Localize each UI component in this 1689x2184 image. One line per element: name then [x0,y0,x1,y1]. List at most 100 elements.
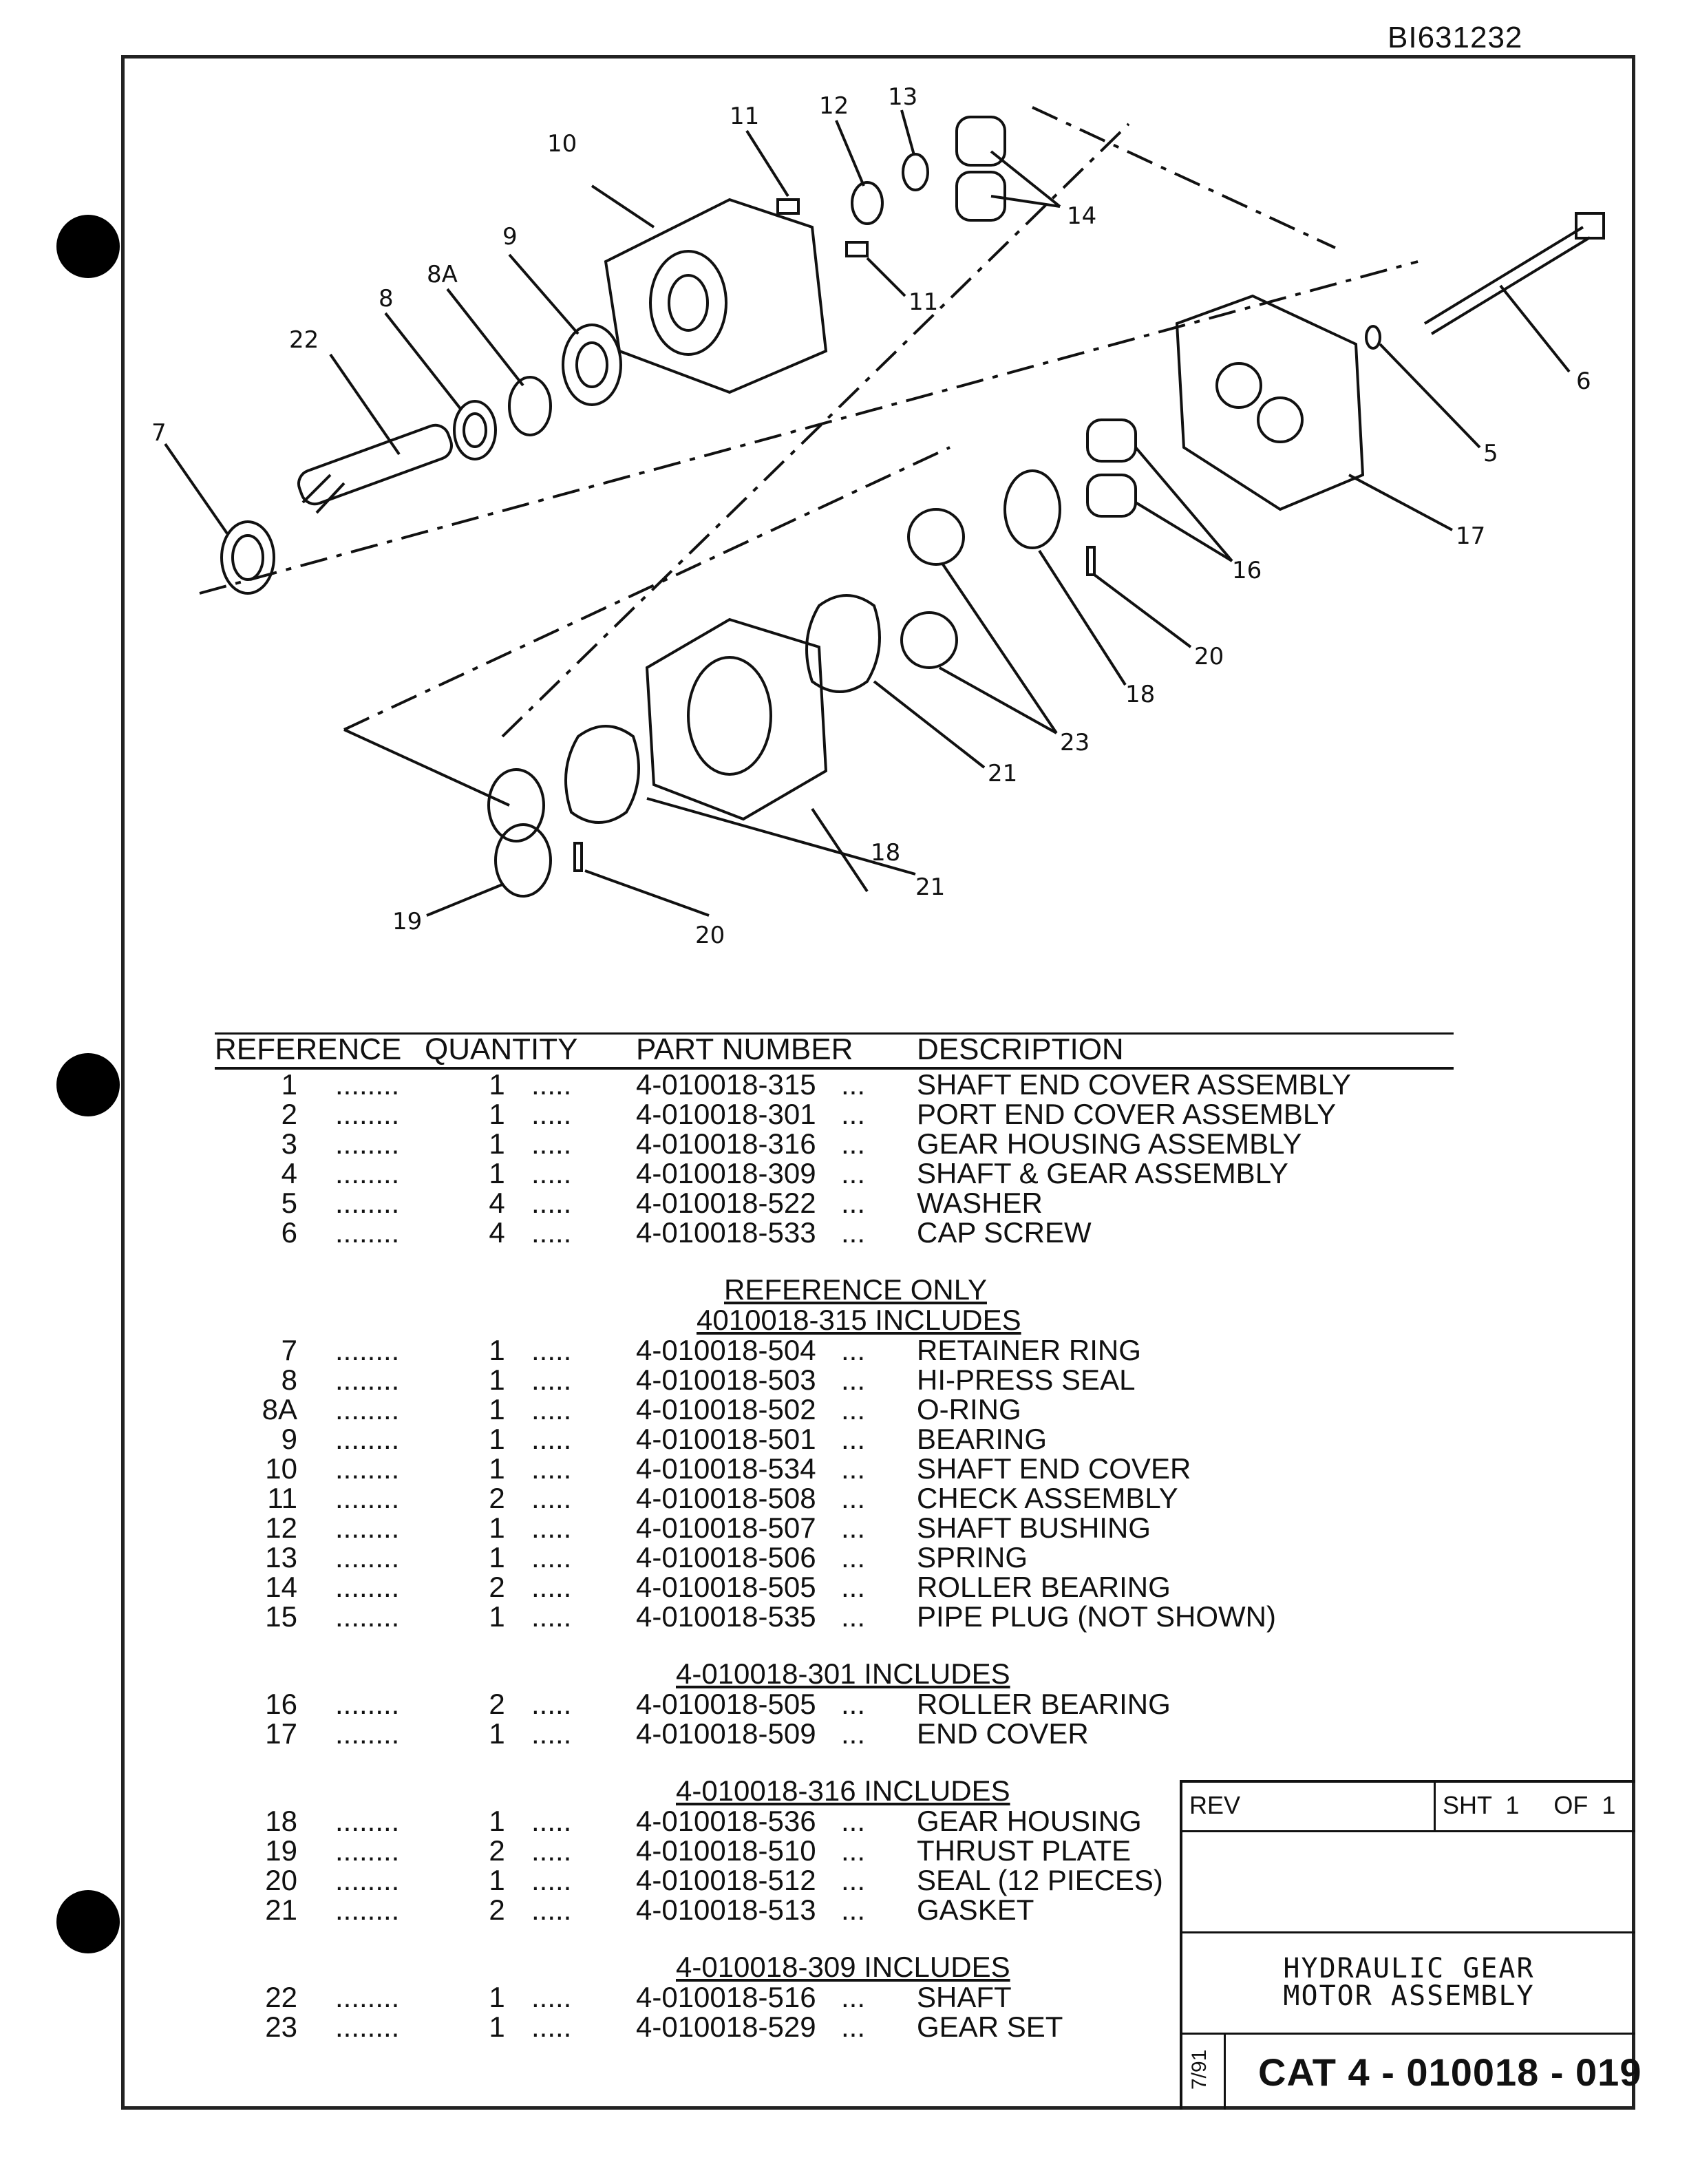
part-number-cell: 4-010018-316 [636,1127,816,1160]
table-row: 14........2.....4-010018-505...ROLLER BE… [215,1572,1454,1602]
leader-dots: ..... [531,1393,572,1425]
part-number-cell: 4-010018-534 [636,1452,816,1485]
drawing-date: 7/91 [1182,2035,1226,2110]
quantity-cell: 1 [489,1452,505,1485]
leader-dots: ..... [531,1981,572,2013]
reference-cell: 1 [281,1068,297,1101]
part-number-cell: 4-010018-535 [636,1600,816,1633]
part-number-cell: 4-010018-505 [636,1688,816,1720]
leader-dots: ........ [335,1717,400,1750]
table-row: 23........1.....4-010018-529...GEAR SET [215,2012,1454,2042]
reference-cell: 7 [281,1334,297,1366]
section-title: 4-010018-316 INCLUDES [676,1774,1010,1807]
leader-dots: ..... [531,1717,572,1750]
quantity-cell: 2 [489,1894,505,1926]
leader-dots: ..... [531,1452,572,1485]
quantity-cell: 1 [489,1600,505,1633]
leader-dots: ..... [531,1216,572,1249]
quantity-cell: 2 [489,1688,505,1720]
reference-cell: 18 [265,1805,297,1837]
description-cell: END COVER [917,1717,1089,1750]
quantity-cell: 1 [489,1127,505,1160]
leader-dots: ........ [335,1423,400,1455]
section-title: 4-010018-301 INCLUDES [676,1657,1010,1690]
leader-dots: ... [841,1512,866,1544]
leader-dots: ........ [335,1216,400,1249]
reference-cell: 8A [262,1393,297,1425]
description-cell: SHAFT & GEAR ASSEMBLY [917,1157,1288,1189]
header-quantity: QUANTITY [425,1032,578,1066]
description-cell: CAP SCREW [917,1216,1092,1249]
quantity-cell: 1 [489,1864,505,1896]
table-row: 8A........1.....4-010018-502...O-RING [215,1395,1454,1424]
description-cell: CHECK ASSEMBLY [917,1482,1178,1514]
callout-20-bottom: 20 [695,922,725,949]
part-number-cell: 4-010018-504 [636,1334,816,1366]
header-part-number: PART NUMBER [636,1032,853,1066]
leader-dots: ........ [335,1571,400,1603]
leader-dots: ... [841,1571,866,1603]
reference-cell: 2 [281,1098,297,1130]
leader-dots: ..... [531,1127,572,1160]
part-number-cell: 4-010018-315 [636,1068,816,1101]
part-number-cell: 4-010018-536 [636,1805,816,1837]
part-number-cell: 4-010018-509 [636,1717,816,1750]
table-row: 13........1.....4-010018-506...SPRING [215,1542,1454,1572]
table-row: 17........1.....4-010018-509...END COVER [215,1719,1454,1748]
description-cell: O-RING [917,1393,1021,1425]
leader-dots: ........ [335,1805,400,1837]
callout-8: 8 [379,285,394,312]
header-reference: REFERENCE [215,1032,402,1066]
binder-hole [56,1053,120,1116]
leader-dots: ..... [531,1157,572,1189]
leader-dots: ... [841,1423,866,1455]
table-row: 11........2.....4-010018-508...CHECK ASS… [215,1483,1454,1513]
table-row: 10........1.....4-010018-534...SHAFT END… [215,1454,1454,1483]
table-row: 21........2.....4-010018-513...GASKET [215,1895,1454,1925]
reference-cell: 8 [281,1364,297,1396]
leader-dots: ... [841,1541,866,1573]
leader-dots: ..... [531,1688,572,1720]
leader-dots: ..... [531,1512,572,1544]
part-number-cell: 4-010018-301 [636,1098,816,1130]
leader-dots: ..... [531,1805,572,1837]
quantity-cell: 4 [489,1187,505,1219]
leader-dots: ........ [335,1334,400,1366]
leader-dots: ..... [531,1098,572,1130]
leader-dots: ... [841,1834,866,1867]
reference-cell: 22 [265,1981,297,2013]
table-row: 22........1.....4-010018-516...SHAFT [215,1982,1454,2012]
quantity-cell: 1 [489,1805,505,1837]
leader-dots: ..... [531,1423,572,1455]
title-block: REV SHT 1 OF 1 HYDRAULIC GEAR MOTOR ASSE… [1180,1780,1641,2110]
callout-18-bottom: 18 [871,839,900,867]
callout-7: 7 [151,419,167,447]
leader-dots: ........ [335,1452,400,1485]
drawing-frame [121,55,1635,2110]
table-row: 16........2.....4-010018-505...ROLLER BE… [215,1689,1454,1719]
table-row: 19........2.....4-010018-510...THRUST PL… [215,1836,1454,1865]
leader-dots: ... [841,2011,866,2043]
quantity-cell: 2 [489,1482,505,1514]
leader-dots: ........ [335,1688,400,1720]
section-title: 4-010018-309 INCLUDES [676,1951,1010,1983]
part-number-cell: 4-010018-510 [636,1834,816,1867]
description-cell: GEAR SET [917,2011,1063,2043]
table-row: 20........1.....4-010018-512...SEAL (12 … [215,1865,1454,1895]
quantity-cell: 1 [489,1068,505,1101]
leader-dots: ... [841,1393,866,1425]
quantity-cell: 1 [489,1541,505,1573]
description-cell: ROLLER BEARING [917,1688,1171,1720]
callout-22: 22 [289,326,319,354]
leader-dots: ........ [335,1600,400,1633]
leader-dots: ... [841,1600,866,1633]
drawing-title: HYDRAULIC GEAR MOTOR ASSEMBLY [1182,1931,1635,2035]
leader-dots: ... [841,1068,866,1101]
callout-12: 12 [819,92,849,120]
reference-cell: 17 [265,1717,297,1750]
leader-dots: ........ [335,1541,400,1573]
leader-dots: ..... [531,1334,572,1366]
description-cell: HI-PRESS SEAL [917,1364,1136,1396]
leader-dots: ........ [335,1187,400,1219]
